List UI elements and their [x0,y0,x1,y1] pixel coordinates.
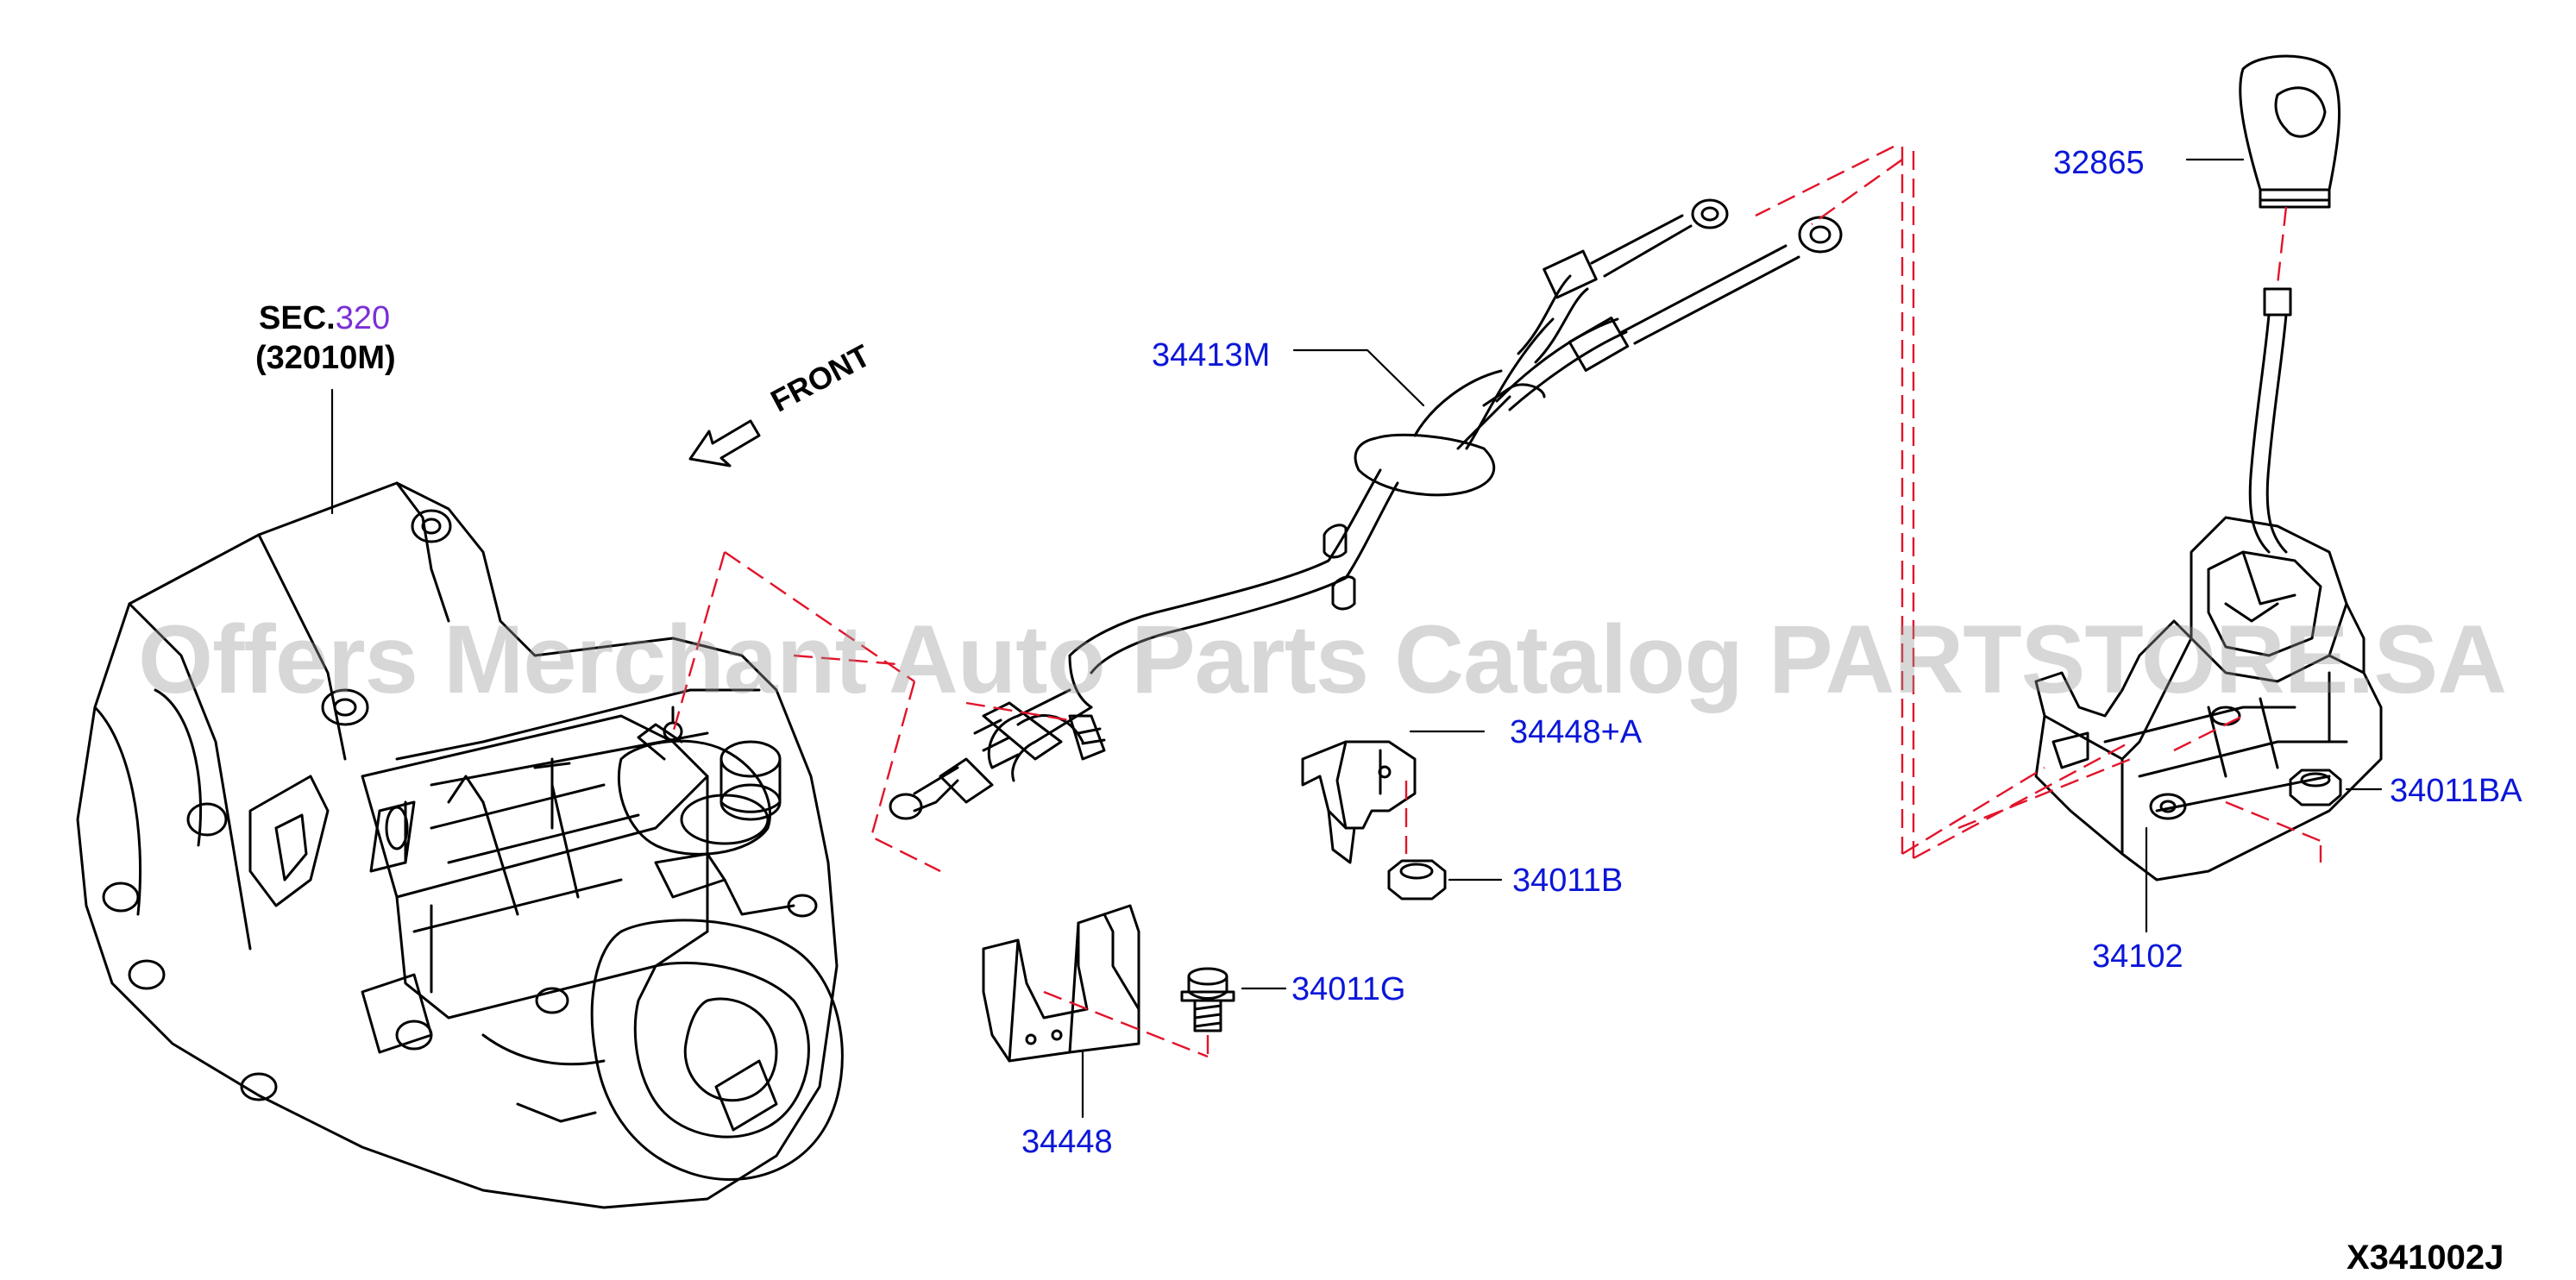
part-label-34413m[interactable]: 34413M [1152,337,1271,373]
transmission-assembly [76,481,844,1209]
shifter-assembly [2034,54,2383,882]
front-arrow [688,419,761,467]
dashed-guide-lines [671,145,2322,1061]
bracket-34448-plus-a [1301,740,1417,864]
bolt-34011g [1180,967,1235,1032]
bracket-34448 [982,904,1140,1063]
part-label-34448-plus-a[interactable]: 34448+A [1510,714,1643,750]
section-reference[interactable]: SEC.320 [259,302,390,335]
watermark: Offers Merchant Auto Parts Catalog PARTS… [138,605,2507,713]
control-cable [889,198,1843,820]
nut-34011ba [2289,769,2342,806]
part-label-34448[interactable]: 34448 [1021,1124,1113,1160]
leader-lines [330,158,2383,1119]
part-label-34011b[interactable]: 34011B [1512,863,1624,899]
part-label-34011g[interactable]: 34011G [1291,971,1406,1007]
part-label-32865[interactable]: 32865 [2053,145,2145,181]
section-prefix: SEC. [259,300,336,336]
part-label-34011ba[interactable]: 34011BA [2390,773,2523,809]
nut-34011b [1387,859,1447,900]
part-label-34102[interactable]: 34102 [2092,938,2183,975]
diagram-code: X341002J [2347,1239,2504,1277]
section-number[interactable]: 320 [335,300,391,336]
section-part-number: (32010M) [255,340,396,376]
